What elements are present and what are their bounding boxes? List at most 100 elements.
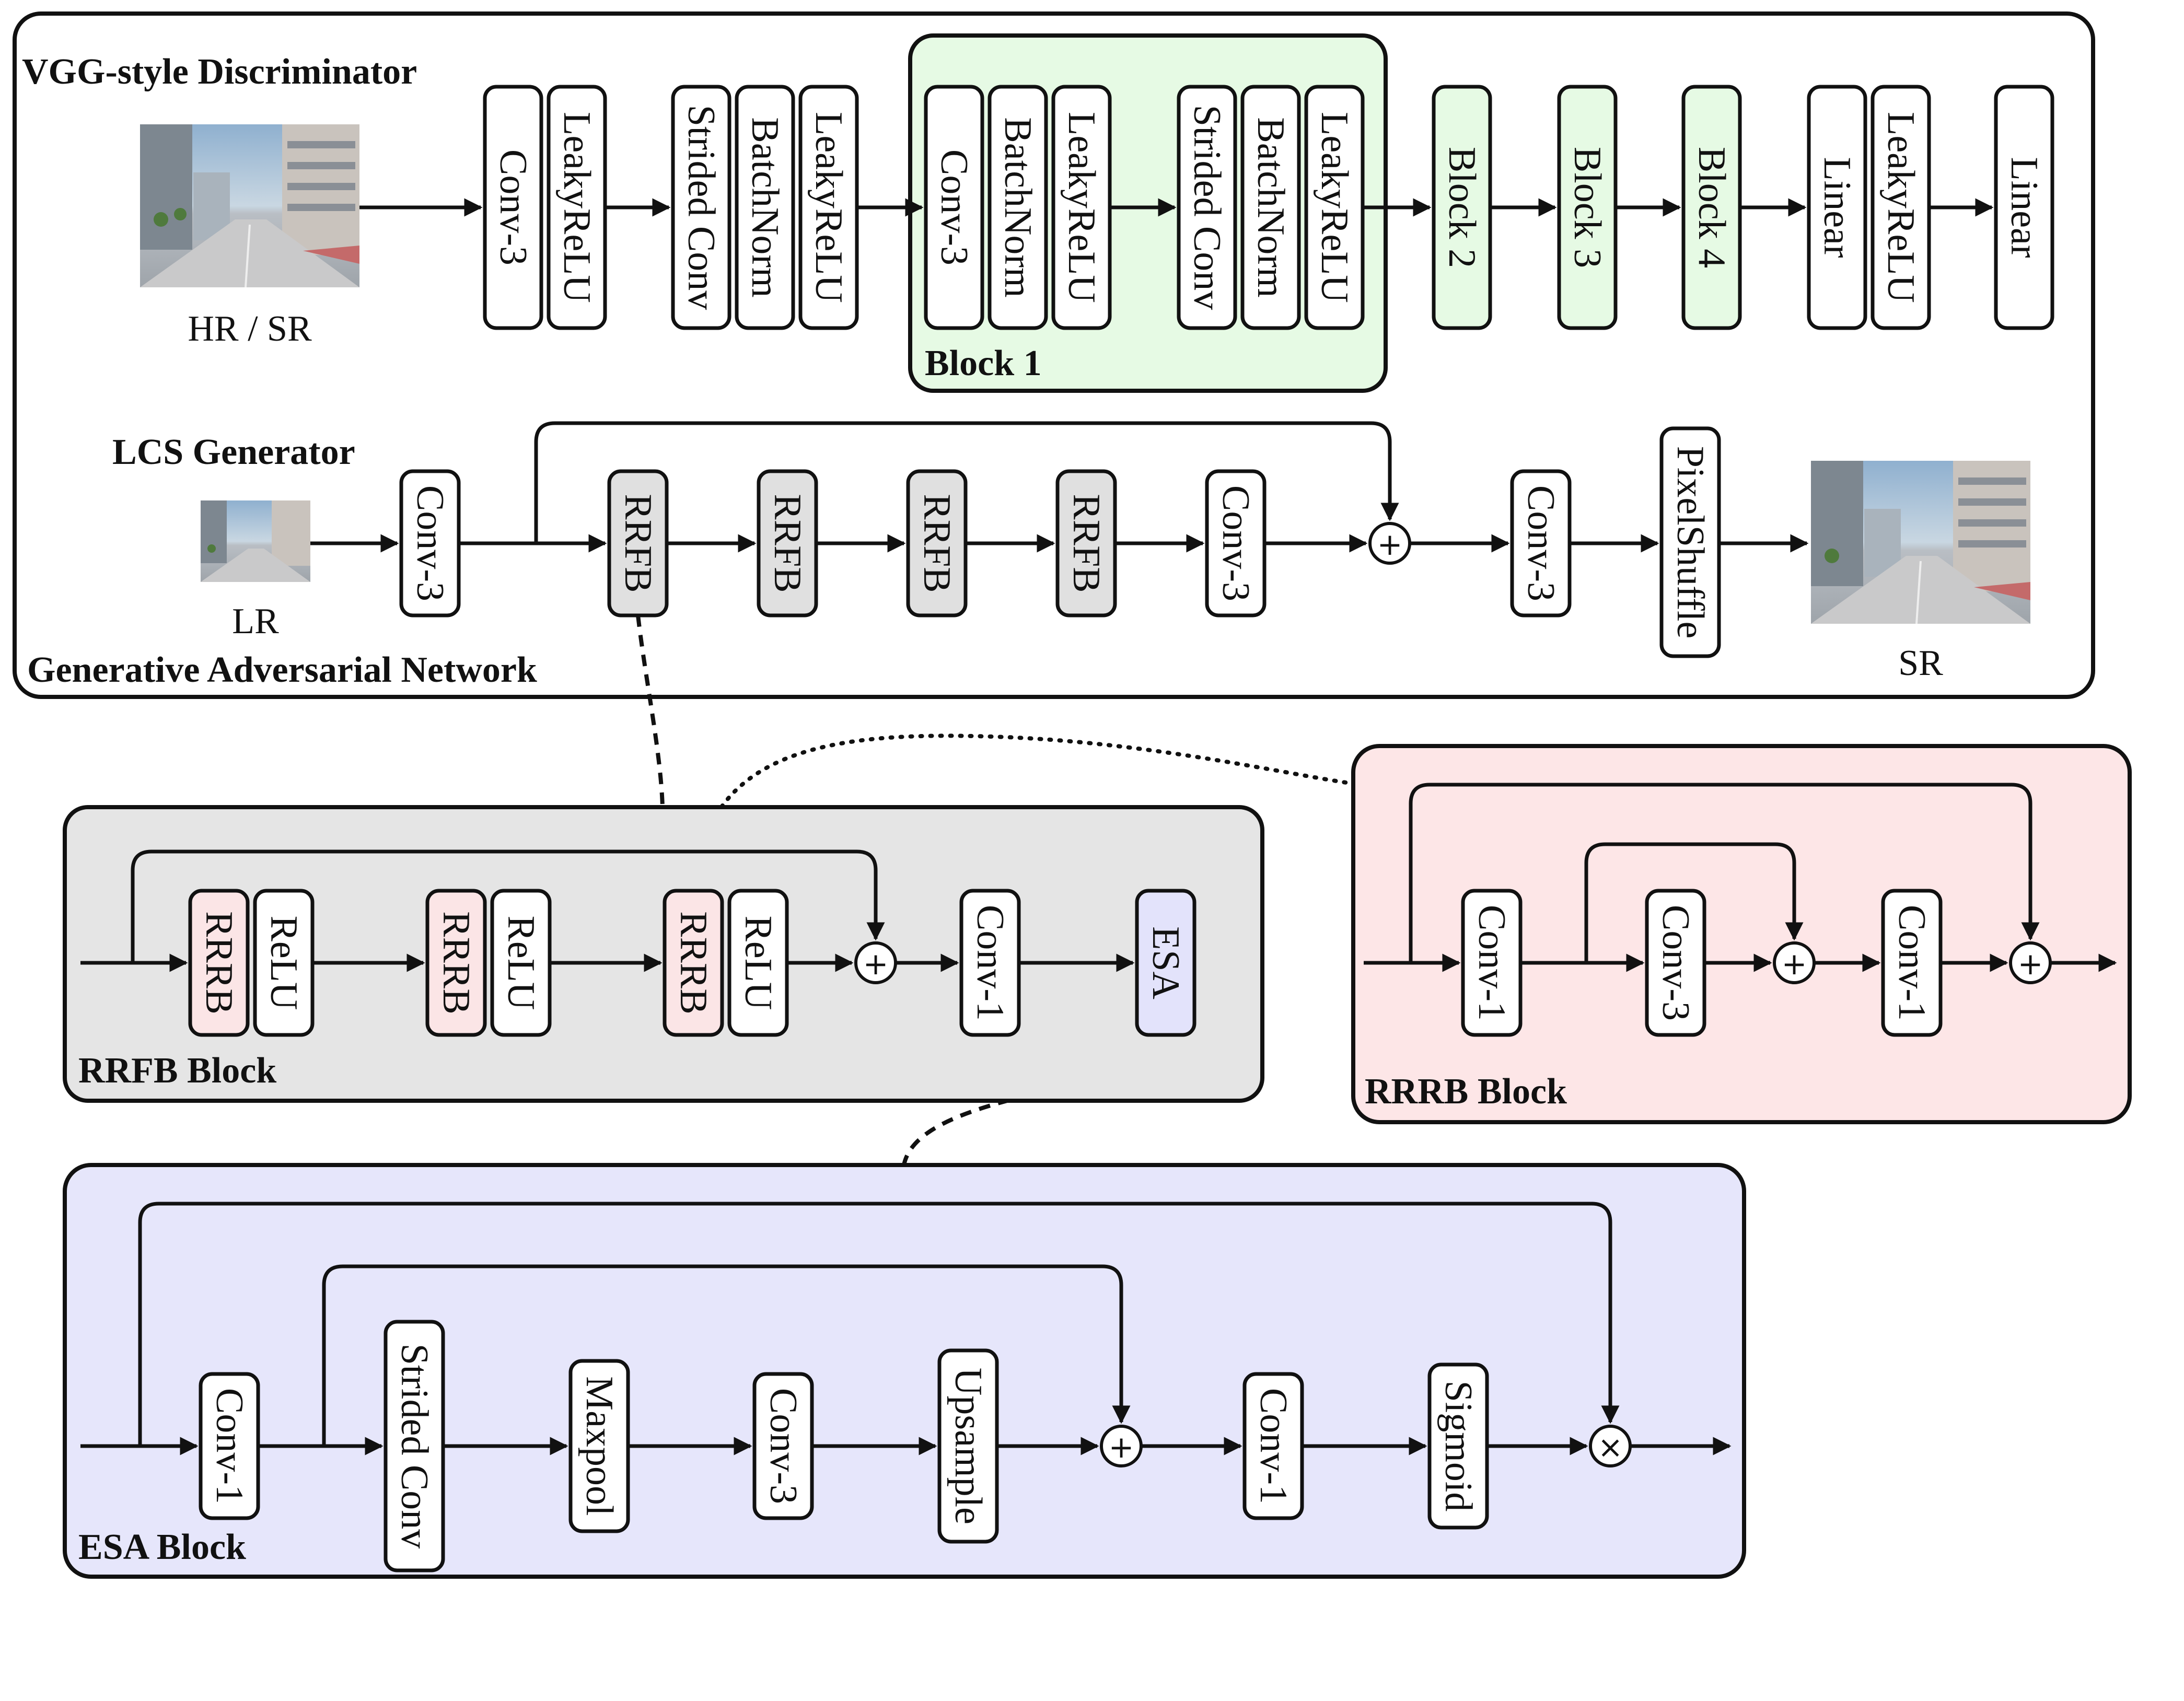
svg-text:Conv-3: Conv-3 (933, 149, 975, 265)
svg-text:Conv-3: Conv-3 (762, 1388, 805, 1504)
rrfb-rrrb-2: RRRB (425, 889, 487, 1037)
block1-conv3: Conv-3 (924, 85, 984, 330)
svg-text:+: + (2018, 946, 2043, 982)
svg-text:Block 3: Block 3 (1566, 147, 1609, 268)
esa-maxpool: Maxpool (568, 1359, 630, 1533)
rrfb-arrows (80, 849, 1135, 972)
svg-text:Conv-1: Conv-1 (1252, 1388, 1295, 1504)
svg-text:LeakyReLU: LeakyReLU (555, 112, 598, 303)
rrfb-conv1: Conv-1 (959, 889, 1021, 1037)
svg-text:ReLU: ReLU (737, 916, 780, 1010)
hr-sr-caption: HR / SR (188, 309, 312, 349)
rrfb-relu-2: ReLU (490, 889, 552, 1037)
block1-batchnorm-2: BatchNorm (1240, 85, 1301, 330)
lr-caption: LR (232, 601, 279, 642)
rrfb-esa: ESA (1135, 889, 1196, 1037)
svg-text:RRFB: RRFB (1065, 494, 1108, 592)
esa-strided-conv: Strided Conv (384, 1320, 445, 1572)
disc-leakyrelu-head: LeakyReLU (1871, 85, 1931, 330)
disc-block-4: Block 4 (1681, 85, 1742, 330)
esa-arrows (80, 1202, 1732, 1455)
svg-text:Linear: Linear (1816, 157, 1858, 258)
svg-text:Upsample: Upsample (947, 1368, 990, 1524)
disc-linear: Linear (1807, 85, 1867, 330)
block1-leakyrelu-2: LeakyReLU (1304, 85, 1365, 330)
svg-text:Sigmoid: Sigmoid (1437, 1381, 1480, 1512)
svg-text:LeakyReLU: LeakyReLU (1313, 112, 1356, 303)
svg-text:Conv-1: Conv-1 (208, 1388, 251, 1504)
disc-layer-leakyrelu: LeakyReLU (547, 85, 607, 330)
gen-rrfb-2: RRFB (757, 469, 818, 618)
rrrb-conv3: Conv-3 (1645, 889, 1706, 1037)
svg-text:Conv-3: Conv-3 (492, 149, 535, 265)
sr-output-image (1811, 461, 2030, 624)
svg-text:LeakyReLU: LeakyReLU (1879, 112, 1922, 303)
svg-text:Conv-1: Conv-1 (1890, 905, 1933, 1021)
svg-text:Conv-3: Conv-3 (1654, 905, 1697, 1021)
rrfb-relu-1: ReLU (253, 889, 315, 1037)
svg-text:+: + (1377, 527, 1403, 562)
svg-text:Conv-3: Conv-3 (1214, 485, 1257, 601)
discriminator-title: VGG-style Discriminator (22, 52, 417, 92)
block1-strided-conv: Strided Conv (1177, 85, 1237, 330)
disc-layer-leakyrelu-2: LeakyReLU (798, 85, 859, 330)
svg-text:+: + (863, 946, 889, 982)
block1-label: Block 1 (925, 343, 1042, 383)
gen-pixelshuffle: PixelShuffle (1659, 426, 1721, 658)
svg-text:ReLU: ReLU (262, 916, 305, 1010)
esa-conv1-b: Conv-1 (1242, 1372, 1304, 1520)
svg-text:RRFB: RRFB (915, 494, 958, 592)
svg-text:Block 2: Block 2 (1440, 147, 1483, 268)
esa-panel (63, 1163, 1746, 1579)
svg-text:Block 4: Block 4 (1690, 147, 1733, 268)
block1-batchnorm: BatchNorm (988, 85, 1048, 330)
svg-text:RRFB: RRFB (617, 494, 659, 592)
gan-section-label: Generative Adversarial Network (27, 650, 537, 690)
gen-conv3-mid: Conv-3 (1205, 469, 1267, 618)
disc-layer-batchnorm: BatchNorm (735, 85, 795, 330)
rrfb-rrrb-3: RRRB (663, 889, 724, 1037)
gen-rrfb-1: RRFB (607, 469, 669, 618)
svg-text:RRFB: RRFB (766, 494, 809, 592)
esa-add-op: + (1100, 1425, 1143, 1467)
svg-text:Strided Conv: Strided Conv (393, 1344, 436, 1549)
rrrb-label: RRRB Block (1365, 1071, 1567, 1112)
gen-add-op: + (1368, 522, 1411, 565)
disc-block-3: Block 3 (1557, 85, 1618, 330)
svg-text:Conv-1: Conv-1 (1470, 905, 1513, 1021)
rrfb-detail-connector (636, 615, 665, 808)
esa-conv3: Conv-3 (752, 1372, 814, 1520)
svg-text:+: + (1782, 946, 1807, 982)
rrfb-rrrb-1: RRRB (188, 889, 250, 1037)
svg-text:PixelShuffle: PixelShuffle (1669, 446, 1712, 639)
disc-layer-conv3: Conv-3 (483, 85, 543, 330)
svg-text:BatchNorm: BatchNorm (1249, 117, 1292, 297)
rrrb-add-op-1: + (1773, 941, 1816, 984)
svg-text:Conv-3: Conv-3 (409, 485, 451, 601)
svg-text:RRRB: RRRB (435, 911, 478, 1014)
gen-rrfb-3: RRFB (906, 469, 968, 618)
sr-caption: SR (1898, 643, 1943, 683)
esa-sigmoid: Sigmoid (1427, 1362, 1489, 1530)
svg-text:BatchNorm: BatchNorm (744, 117, 786, 297)
lr-image (201, 500, 310, 582)
hr-sr-image (140, 124, 359, 288)
svg-text:ReLU: ReLU (499, 916, 542, 1010)
rrrb-conv1-a: Conv-1 (1461, 889, 1523, 1037)
svg-text:RRRB: RRRB (672, 911, 715, 1014)
svg-text:+: + (1109, 1429, 1134, 1465)
svg-text:Conv-1: Conv-1 (969, 905, 1012, 1021)
svg-text:×: × (1598, 1429, 1623, 1465)
svg-text:Maxpool: Maxpool (578, 1376, 621, 1516)
gen-conv3-in: Conv-3 (399, 469, 461, 618)
rrrb-arrows (1364, 783, 2117, 972)
svg-text:ESA: ESA (1144, 926, 1187, 999)
svg-text:Conv-3: Conv-3 (1519, 485, 1562, 601)
svg-text:Strided Conv: Strided Conv (680, 105, 723, 310)
svg-text:Strided Conv: Strided Conv (1186, 105, 1228, 310)
svg-text:RRRB: RRRB (198, 911, 240, 1014)
gen-conv3-out: Conv-3 (1510, 469, 1572, 618)
disc-block-2: Block 2 (1432, 85, 1492, 330)
block1-leakyrelu: LeakyReLU (1051, 85, 1112, 330)
